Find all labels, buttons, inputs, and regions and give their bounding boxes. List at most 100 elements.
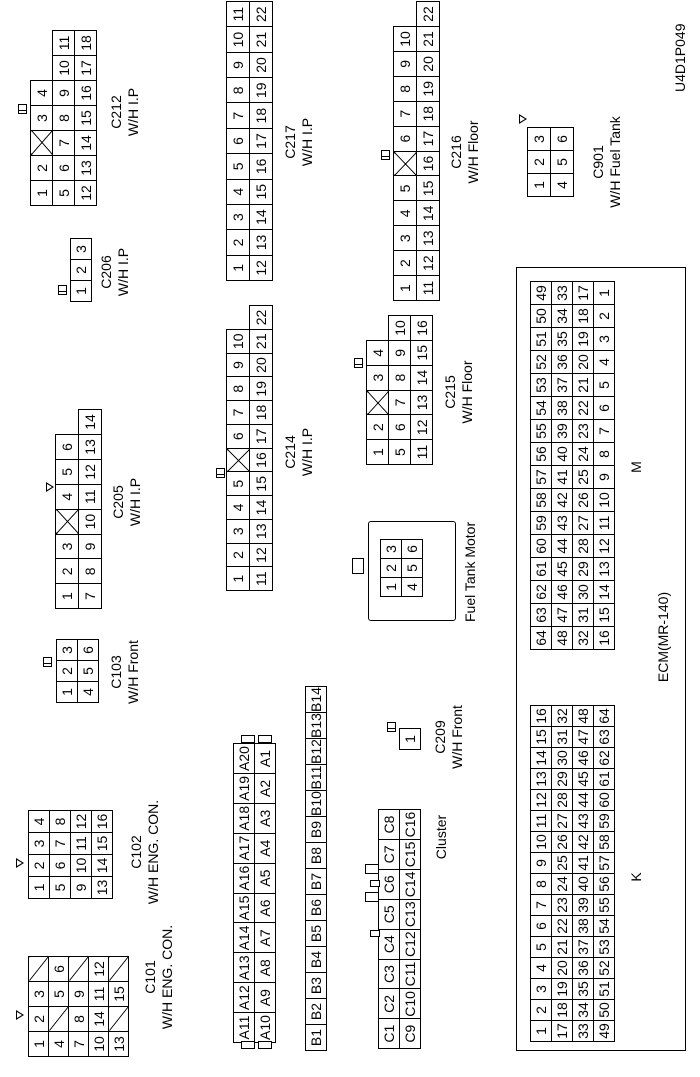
pin-cell: 13 <box>74 155 97 181</box>
pin-cell: 1 <box>70 280 92 302</box>
pin-cell: 8 <box>49 810 71 833</box>
pin-cell: 6 <box>388 414 411 440</box>
connector-c212-label: C212 W/H I.P <box>108 67 142 157</box>
pin-cell: 31 <box>551 726 573 748</box>
harness-name: W/H I.P <box>125 87 141 137</box>
pin-cell: 8 <box>78 558 102 584</box>
pin-cell: 39 <box>551 419 573 443</box>
pin-cell: 13 <box>593 557 615 581</box>
pin-cell: 5 <box>401 558 423 578</box>
pin-cell: 4 <box>48 1031 69 1057</box>
pin-cell: 59 <box>593 810 615 832</box>
pin-cell: 2 <box>593 304 615 328</box>
pin-cell: 32 <box>572 626 594 650</box>
pin-cell: 44 <box>572 789 594 811</box>
empty-cavity <box>30 130 53 156</box>
pin-cell: 15 <box>410 340 433 366</box>
pin-cell: 19 <box>572 327 594 351</box>
harness-name: W/H Floor <box>459 360 475 424</box>
pin-cell: 7 <box>388 390 411 415</box>
pin-cell: A16 <box>233 863 255 894</box>
pin-cell: 5 <box>550 150 574 174</box>
pin-cell: 11 <box>593 511 615 535</box>
pin-cell: 1 <box>55 583 79 609</box>
pin-cell: 2 <box>393 250 417 276</box>
pin-cell: 43 <box>572 810 594 832</box>
pin-cell: B11 <box>305 764 327 791</box>
pin-cell: 6 <box>393 126 417 152</box>
pin-cell: 20 <box>551 957 573 979</box>
pin-cell: 28 <box>572 534 594 558</box>
pin-cell: 4 <box>550 173 574 197</box>
pin-cell: A12 <box>233 982 255 1013</box>
connector-name: C215 <box>442 375 458 409</box>
pin-cell: 2 <box>55 558 79 584</box>
pin-cell: 8 <box>530 873 552 895</box>
pin-cell: 1 <box>30 180 53 206</box>
pin-cell: 15 <box>91 832 113 855</box>
pin-cell: 1 <box>593 281 615 305</box>
cluster-latch-left-lower <box>258 1041 272 1049</box>
pin-cell: 1 <box>380 577 402 597</box>
pin-cell: 9 <box>388 340 411 366</box>
pin-cell: 12 <box>78 459 102 485</box>
pin-cell: 13 <box>249 229 273 256</box>
pin-cell: 14 <box>410 365 433 391</box>
pin-cell: 14 <box>91 854 113 877</box>
pin-cell: 41 <box>551 465 573 489</box>
pin-cell: 3 <box>70 238 92 260</box>
cluster-latch-right-lower <box>258 735 272 743</box>
pin-cell: C14 <box>399 869 421 900</box>
pin-cell: 2 <box>226 229 250 256</box>
pin-cell: 16 <box>249 448 273 472</box>
pin-cell: 16 <box>249 153 273 180</box>
pin-cell: 17 <box>249 424 273 449</box>
ecm-label: ECM(MR-140) <box>655 591 671 683</box>
cluster-label: Cluster <box>433 814 449 860</box>
pin-cell: 1 <box>226 566 250 591</box>
pin-cell: A17 <box>233 833 255 864</box>
harness-name: W/H Front <box>125 640 141 704</box>
pin-cell: 10 <box>226 329 250 354</box>
pin-cell: 17 <box>416 126 440 152</box>
pin-cell: 14 <box>530 747 552 769</box>
pin-cell: 22 <box>551 915 573 937</box>
pin-cell: 13 <box>91 876 113 899</box>
pin-cell: 10 <box>88 1031 109 1057</box>
pin-cell: 49 <box>530 281 552 305</box>
pin-cell: B10 <box>305 790 327 817</box>
pin-cell: B12 <box>305 738 327 765</box>
pin-cell: 25 <box>551 852 573 874</box>
pin-cell: 3 <box>530 978 552 1000</box>
pin-cell: A19 <box>233 773 255 804</box>
connector-c103-label: C103 W/H Front <box>108 612 142 732</box>
pin-cell: A2 <box>254 773 276 804</box>
pin-cell: C10 <box>399 988 421 1019</box>
pin-cell: 22 <box>249 305 273 330</box>
cluster-c-latch <box>370 930 380 937</box>
pin-cell: 3 <box>226 204 250 230</box>
pin-cell: A4 <box>254 833 276 864</box>
pin-cell: 54 <box>530 396 552 420</box>
pin-cell: 17 <box>249 128 273 154</box>
connector-key-marker-icon <box>16 858 24 868</box>
pin-cell: C2 <box>378 988 400 1019</box>
pin-cell: C3 <box>378 959 400 989</box>
pin-cell: 19 <box>249 77 273 103</box>
